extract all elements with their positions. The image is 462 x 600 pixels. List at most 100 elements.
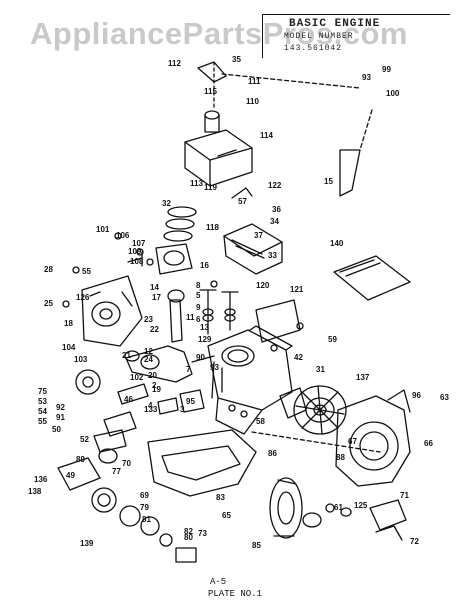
crankshaft <box>125 345 193 383</box>
plate-label: PLATE NO.1 <box>208 589 262 599</box>
gear-housing <box>57 457 101 491</box>
part-callout-72: 72 <box>410 537 419 546</box>
part-callout-52: 52 <box>80 435 89 444</box>
part-callout-115: 115 <box>204 87 217 96</box>
part-callout-59: 59 <box>328 335 337 344</box>
part-callout-121: 121 <box>290 285 304 294</box>
part-callout-35: 35 <box>232 55 241 64</box>
part-callout-70: 70 <box>122 459 131 468</box>
part-callout-34: 34 <box>270 217 279 226</box>
part-callout-109: 109 <box>128 247 142 256</box>
part-callout-67: 67 <box>348 437 357 446</box>
part-callout-107: 107 <box>132 239 146 248</box>
sleeve <box>175 547 197 563</box>
part-callout-46: 46 <box>124 395 133 404</box>
part-callout-6: 6 <box>196 315 201 324</box>
part-callout-99: 99 <box>382 65 391 74</box>
part-callout-2: 2 <box>152 381 157 390</box>
part-callout-75: 75 <box>38 387 47 396</box>
part-callout-69: 69 <box>140 491 149 500</box>
part-callout-31: 31 <box>316 365 325 374</box>
title-block: BASIC ENGINE MODEL NUMBER 143.561042 <box>262 14 450 58</box>
part-callout-120: 120 <box>256 281 270 290</box>
part-callout-57: 57 <box>238 197 247 206</box>
part-callout-18: 18 <box>64 319 73 328</box>
part-callout-93: 93 <box>210 363 219 372</box>
watermark: AppliancePartsPros.com <box>30 16 408 51</box>
part-callout-25: 25 <box>44 299 53 308</box>
part-callout-93: 93 <box>362 73 371 82</box>
plate-ref: A-5 <box>210 577 226 587</box>
part-callout-14: 14 <box>150 283 159 292</box>
part-callout-13: 13 <box>200 323 209 332</box>
part-callout-65: 65 <box>222 511 231 520</box>
part-callout-71: 71 <box>400 491 409 500</box>
starter-cup <box>269 477 303 539</box>
part-callout-138: 138 <box>28 487 42 496</box>
muffler-guard <box>369 499 407 531</box>
part-callout-37: 37 <box>254 231 263 240</box>
part-callout-81: 81 <box>142 515 151 524</box>
ignition-armature <box>279 387 307 419</box>
part-callout-112: 112 <box>168 59 181 68</box>
part-callout-106: 106 <box>116 231 130 240</box>
dipstick-tube <box>339 149 361 197</box>
part-callout-103: 103 <box>74 355 88 364</box>
part-callout-82: 82 <box>184 527 193 536</box>
diagram-title: BASIC ENGINE <box>289 18 381 30</box>
part-callout-90: 90 <box>196 353 205 362</box>
part-callout-11: 11 <box>186 313 195 322</box>
part-callout-89: 89 <box>76 455 85 464</box>
part-callout-108: 108 <box>130 257 144 266</box>
part-callout-113: 113 <box>190 179 203 188</box>
part-callout-85: 85 <box>252 541 261 550</box>
part-callout-96: 96 <box>412 391 421 400</box>
model-number-label: MODEL NUMBER <box>284 32 354 41</box>
part-callout-33: 33 <box>268 251 277 260</box>
part-callout-54: 54 <box>38 407 47 416</box>
part-callout-3: 3 <box>180 405 185 414</box>
part-callout-122: 122 <box>268 181 282 190</box>
part-callout-111: 111 <box>248 77 261 86</box>
part-callout-66: 66 <box>424 439 433 448</box>
part-callout-129: 129 <box>198 335 212 344</box>
flywheel <box>293 385 347 435</box>
part-callout-21: 21 <box>122 351 131 360</box>
part-callout-63: 63 <box>440 393 449 402</box>
part-callout-95: 95 <box>186 397 195 406</box>
part-callout-79: 79 <box>140 503 149 512</box>
part-callout-126: 126 <box>76 293 90 302</box>
part-callout-140: 140 <box>330 239 344 248</box>
part-callout-36: 36 <box>272 205 281 214</box>
part-callout-114: 114 <box>260 131 273 140</box>
part-callout-5: 5 <box>196 291 201 300</box>
part-callout-19: 19 <box>152 385 161 394</box>
part-callout-61: 61 <box>334 503 343 512</box>
part-callout-133: 133 <box>144 405 158 414</box>
part-callout-77: 77 <box>112 467 121 476</box>
part-callout-16: 16 <box>200 261 209 270</box>
part-callout-53: 53 <box>38 397 47 406</box>
part-callout-8: 8 <box>196 281 201 290</box>
part-callout-137: 137 <box>356 373 370 382</box>
model-number: 143.561042 <box>284 44 343 53</box>
part-callout-102: 102 <box>130 373 144 382</box>
part-callout-73: 73 <box>198 529 207 538</box>
part-callout-110: 110 <box>246 97 259 106</box>
part-callout-119: 119 <box>204 183 217 192</box>
part-callout-88: 88 <box>336 453 345 462</box>
part-callout-12: 12 <box>144 347 153 356</box>
part-callout-118: 118 <box>206 223 219 232</box>
connecting-rod <box>169 299 183 343</box>
part-callout-24: 24 <box>144 355 153 364</box>
part-callout-101: 101 <box>96 225 110 234</box>
part-callout-9: 9 <box>196 303 201 312</box>
camshaft <box>117 383 149 405</box>
part-callout-49: 49 <box>66 471 75 480</box>
part-callout-125: 125 <box>354 501 368 510</box>
part-callout-15: 15 <box>324 177 333 186</box>
part-callout-91: 91 <box>56 413 65 422</box>
part-callout-86: 86 <box>268 449 277 458</box>
governor-gear <box>75 369 101 395</box>
